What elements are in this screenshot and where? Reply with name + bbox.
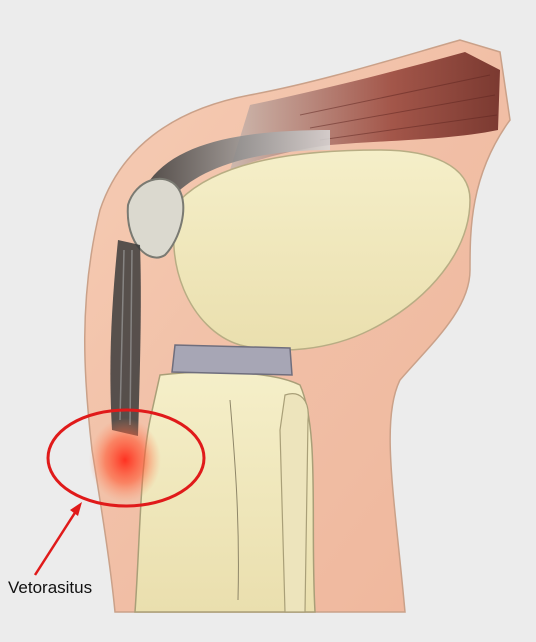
annotation-arrow-line xyxy=(35,508,78,575)
fibula-bone xyxy=(280,394,308,612)
annotation-label: Vetorasitus xyxy=(8,578,92,598)
inflammation-area xyxy=(89,418,161,502)
meniscus xyxy=(172,345,292,375)
annotation-arrow-head xyxy=(70,502,82,516)
